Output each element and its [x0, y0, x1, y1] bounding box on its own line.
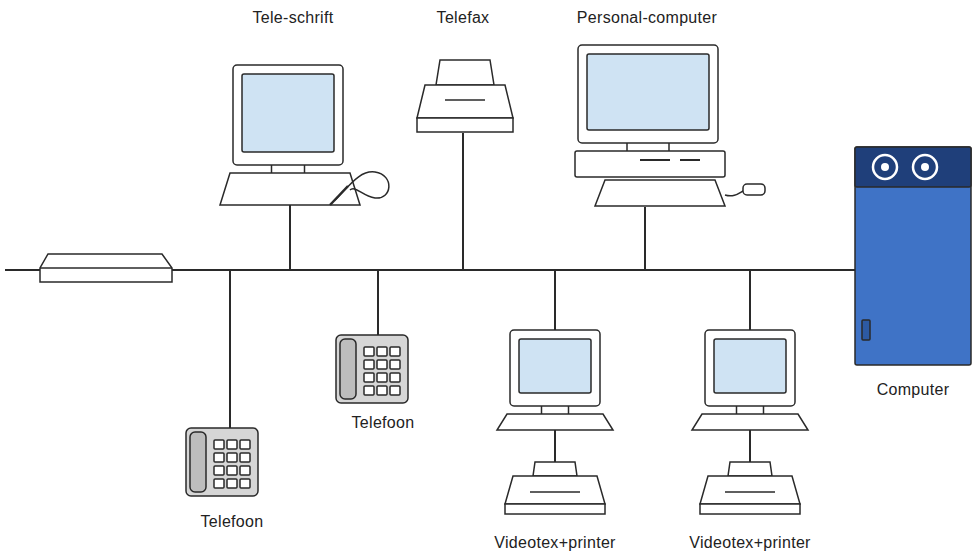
stylus: [330, 186, 348, 205]
printer-body: [505, 476, 605, 504]
monitor-screen: [519, 339, 591, 393]
telephone-key: [214, 479, 224, 488]
monitor-stand: [763, 406, 765, 414]
telephone-key: [227, 440, 237, 449]
tape-hub: [881, 163, 889, 171]
printer-body: [700, 476, 800, 504]
printer-paper: [728, 462, 772, 476]
system-unit: [575, 151, 725, 177]
telephone-key: [390, 347, 400, 356]
telephone-key: [214, 440, 224, 449]
monitor-stand: [626, 143, 628, 151]
printer-slot: [725, 491, 775, 493]
telephone-key: [364, 347, 374, 356]
device-label: Telefax: [437, 8, 490, 28]
wire: [229, 270, 231, 428]
telephone-body: [336, 335, 408, 403]
telephone-key: [390, 386, 400, 395]
printer-paper: [533, 462, 577, 476]
network-terminal: [40, 254, 172, 282]
telephone-key: [377, 360, 387, 369]
telephone-key: [240, 466, 250, 475]
device-label: Videotex+printer: [494, 533, 615, 553]
printer-slot: [530, 491, 580, 493]
telephone-key: [364, 386, 374, 395]
fax-paper-tray: [436, 60, 494, 85]
wire: [749, 430, 751, 465]
telephone-key: [240, 453, 250, 462]
keyboard: [692, 414, 808, 430]
telephone-handset: [190, 432, 206, 492]
wire: [377, 270, 379, 335]
monitor-stand: [568, 406, 570, 414]
monitor-housing: [510, 330, 600, 406]
telephone-key: [377, 373, 387, 382]
device-label: Personal-computer: [577, 8, 717, 28]
mainframe-panel: [855, 147, 971, 187]
monitor-housing: [578, 45, 718, 143]
mainframe-cabinet: [855, 147, 971, 365]
wire: [554, 270, 556, 330]
telephone-key: [390, 360, 400, 369]
monitor-screen: [587, 54, 709, 130]
device-label: Telefoon: [201, 512, 264, 532]
fax-body: [417, 85, 513, 118]
tape-hub: [921, 163, 929, 171]
monitor-housing: [233, 65, 343, 165]
telephone-body: [186, 428, 258, 496]
wire: [289, 205, 291, 270]
monitor-stand: [304, 165, 306, 173]
monitor-screen: [714, 339, 786, 393]
device-label: Tele-schrift: [253, 8, 334, 28]
device-label: Videotex+printer: [689, 533, 810, 553]
device-label: Telefoon: [352, 413, 415, 433]
monitor-housing: [705, 330, 795, 406]
monitor-stand: [736, 406, 738, 414]
wire: [554, 430, 556, 465]
monitor-stand: [541, 406, 543, 414]
telephone-key: [227, 479, 237, 488]
telephone-key: [364, 373, 374, 382]
telephone-key: [377, 386, 387, 395]
keyboard: [220, 173, 360, 205]
printer-base: [700, 504, 800, 514]
keyboard: [595, 180, 725, 206]
monitor-stand: [668, 143, 670, 151]
telephone-key: [214, 453, 224, 462]
wire: [462, 133, 464, 270]
drive-slot: [640, 159, 670, 161]
mainframe-handle: [862, 320, 870, 340]
drive-slot: [680, 159, 700, 161]
tape-reel: [873, 155, 897, 179]
network-terminal-edge: [40, 267, 172, 269]
printer-base: [505, 504, 605, 514]
telephone-key: [214, 466, 224, 475]
keyboard: [497, 414, 613, 430]
telephone-key: [240, 479, 250, 488]
mouse: [743, 184, 765, 195]
telephone-key: [364, 360, 374, 369]
monitor-screen: [242, 74, 334, 152]
wire: [644, 207, 646, 270]
tape-reel: [913, 155, 937, 179]
telephone-handset: [340, 339, 356, 399]
device-label: Computer: [877, 380, 950, 400]
fax-base: [417, 118, 513, 132]
telephone-key: [227, 453, 237, 462]
stylus-cord: [335, 172, 389, 200]
telephone-key: [227, 466, 237, 475]
monitor-stand: [271, 165, 273, 173]
telephone-key: [390, 373, 400, 382]
fax-slot: [445, 99, 485, 101]
mouse-cord: [725, 190, 745, 196]
wire: [749, 270, 751, 330]
telephone-key: [240, 440, 250, 449]
telephone-key: [377, 347, 387, 356]
